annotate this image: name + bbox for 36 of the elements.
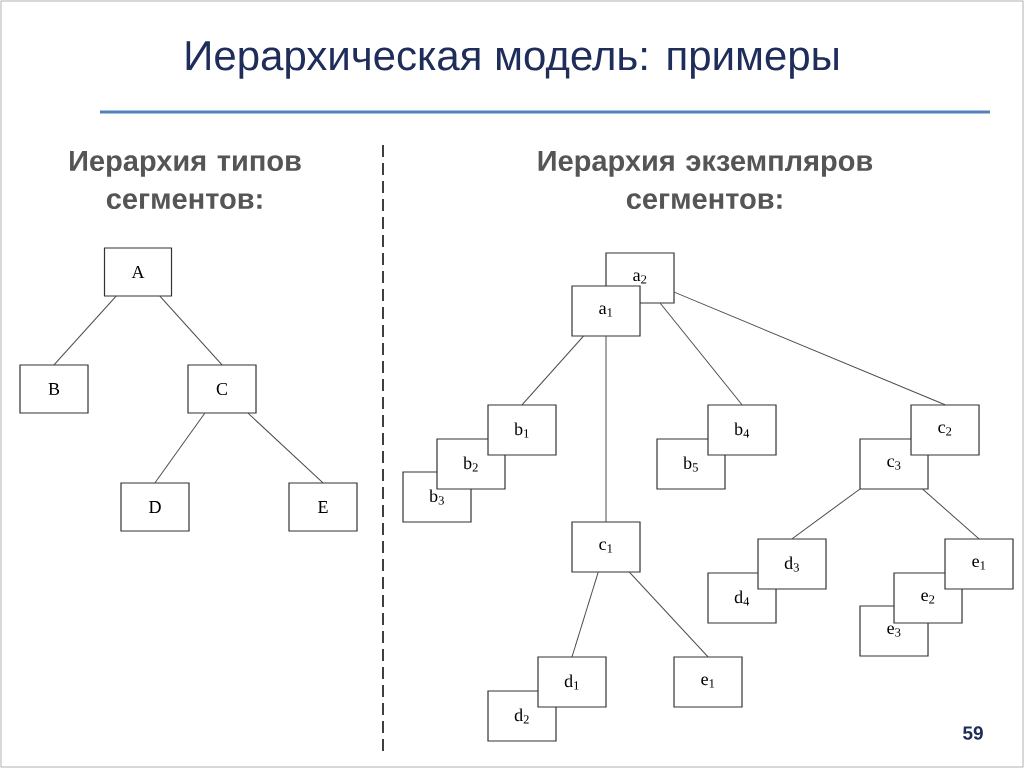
segment-box: c$_{3}$ <box>859 438 929 490</box>
segment-box: c$_{1}$ <box>571 521 641 573</box>
connector-line <box>154 412 206 484</box>
segment-box: C <box>187 364 257 414</box>
section-heading: Иерархия экземпляров сегментов: <box>538 150 873 210</box>
segment-box: B <box>19 364 89 414</box>
segment-box: A <box>103 247 173 297</box>
segment-box: b$_{1}$ <box>487 404 557 456</box>
segment-box: d$_{3}$ <box>757 538 827 590</box>
connector-line <box>247 412 324 484</box>
segment-box: D <box>120 482 190 532</box>
segment-box: d$_{4}$ <box>707 572 777 624</box>
segment-box: E <box>288 482 358 532</box>
connector-line <box>922 488 980 540</box>
section-heading: Иерархия типов сегментов: <box>70 150 301 210</box>
connector-line <box>53 295 117 366</box>
connector-line <box>159 295 223 366</box>
slide-title: Иерархическая модель: примеры <box>186 41 838 79</box>
segment-box: d$_{1}$ <box>537 656 607 708</box>
segment-box: e$_{1}$ <box>944 538 1014 590</box>
segment-box: e$_{1}$ <box>673 656 743 708</box>
connector-line <box>673 291 946 406</box>
segment-box: b$_{5}$ <box>656 438 726 490</box>
segment-box: d$_{2}$ <box>487 690 557 742</box>
page-number: 59 <box>963 726 983 740</box>
connector-line <box>659 302 743 406</box>
segment-box: a$_{1}$ <box>571 285 641 337</box>
segment-box: c$_{2}$ <box>910 404 980 456</box>
connector-line <box>521 335 584 406</box>
segment-box: e$_{2}$ <box>893 572 963 624</box>
connector-line <box>791 488 861 540</box>
connector-line <box>571 571 599 658</box>
segment-box: b$_{4}$ <box>707 404 777 456</box>
connector-line <box>605 335 607 523</box>
segment-box: b$_{2}$ <box>436 438 506 490</box>
connector-line <box>628 571 709 658</box>
